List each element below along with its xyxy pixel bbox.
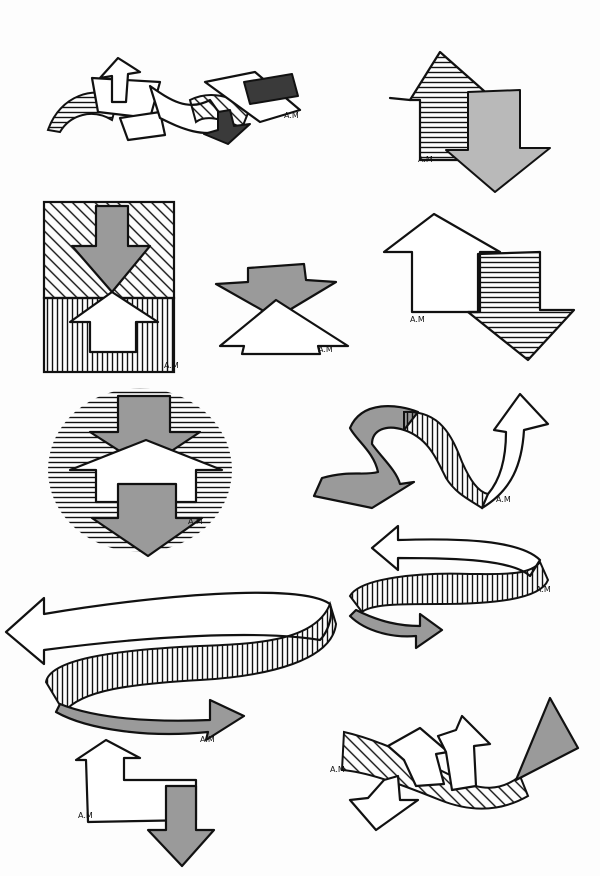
sketch-ring-arrows: A.M <box>48 388 232 558</box>
signature: A.M <box>318 345 333 354</box>
signature: A.M <box>200 735 215 744</box>
signature: A.M <box>78 811 93 820</box>
sketch-large-loop-arrow: A.M <box>4 591 338 744</box>
signature: A.M <box>410 315 425 324</box>
signature: A.M <box>418 155 433 164</box>
sketch-loop-arrow: A.M <box>348 524 551 650</box>
sketch-converging-arrows: A.M <box>214 262 350 356</box>
sketch-step-arrows: A.M <box>74 738 216 868</box>
signature: A.M <box>188 517 203 526</box>
sketch-drifting-sheets: A.M <box>46 56 302 145</box>
signature: A.M <box>284 111 299 120</box>
sketch-framed-arrows: A.M <box>42 200 179 374</box>
sketch-house-up-down: A.M <box>388 50 551 193</box>
signature: A.M <box>536 585 551 594</box>
sketch-house-down-arrow: A.M <box>382 212 576 362</box>
sketch-scattered-arrows: A.M <box>330 696 580 832</box>
signature: A.M <box>330 765 345 774</box>
signature: A.M <box>164 361 179 370</box>
signature: A.M <box>496 495 511 504</box>
sketch-s-curve-arrow: A.M <box>312 392 550 510</box>
